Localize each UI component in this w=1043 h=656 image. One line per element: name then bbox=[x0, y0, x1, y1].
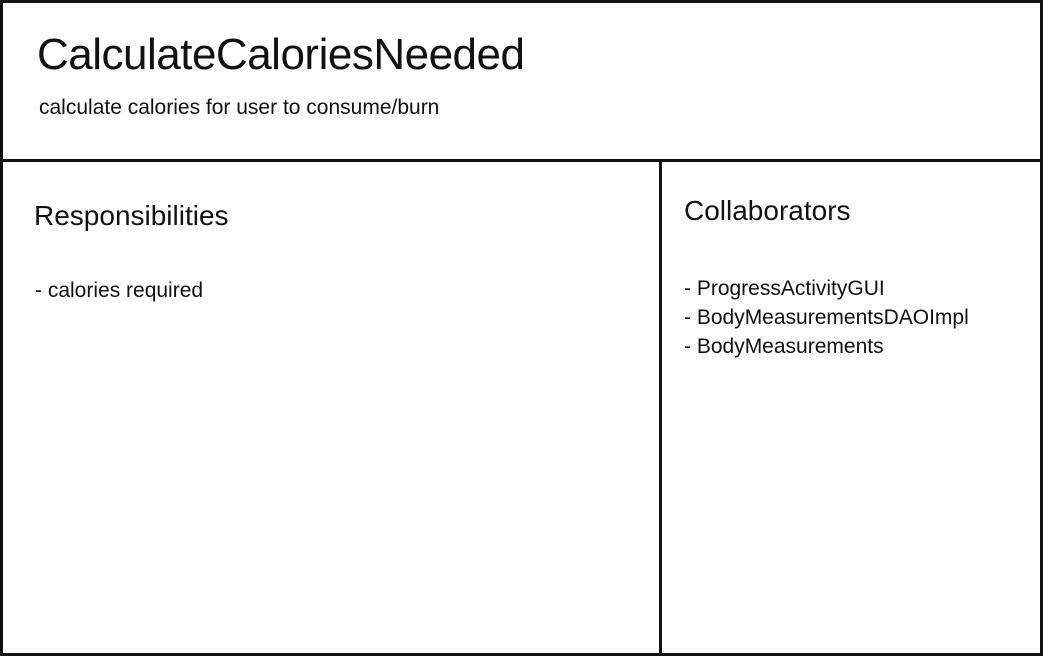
collaborators-list: - ProgressActivityGUI - BodyMeasurements… bbox=[684, 274, 969, 361]
collaborators-title: Collaborators bbox=[684, 195, 851, 226]
class-name: CalculateCaloriesNeeded bbox=[37, 30, 525, 79]
responsibility-item: - calories required bbox=[35, 279, 204, 302]
responsibilities-title: Responsibilities bbox=[34, 200, 229, 231]
class-description: calculate calories for user to consume/b… bbox=[39, 96, 440, 119]
responsibilities-panel: Responsibilities - calories required bbox=[3, 162, 662, 653]
collaborator-item: - ProgressActivityGUI bbox=[684, 277, 885, 300]
collaborator-item: - BodyMeasurementsDAOImpl bbox=[684, 306, 969, 329]
responsibilities-list: - calories required bbox=[35, 276, 203, 305]
collaborators-panel: Collaborators - ProgressActivityGUI - Bo… bbox=[662, 162, 1040, 653]
card-header: CalculateCaloriesNeeded calculate calori… bbox=[3, 3, 1040, 162]
collaborator-item: - BodyMeasurements bbox=[684, 335, 884, 358]
